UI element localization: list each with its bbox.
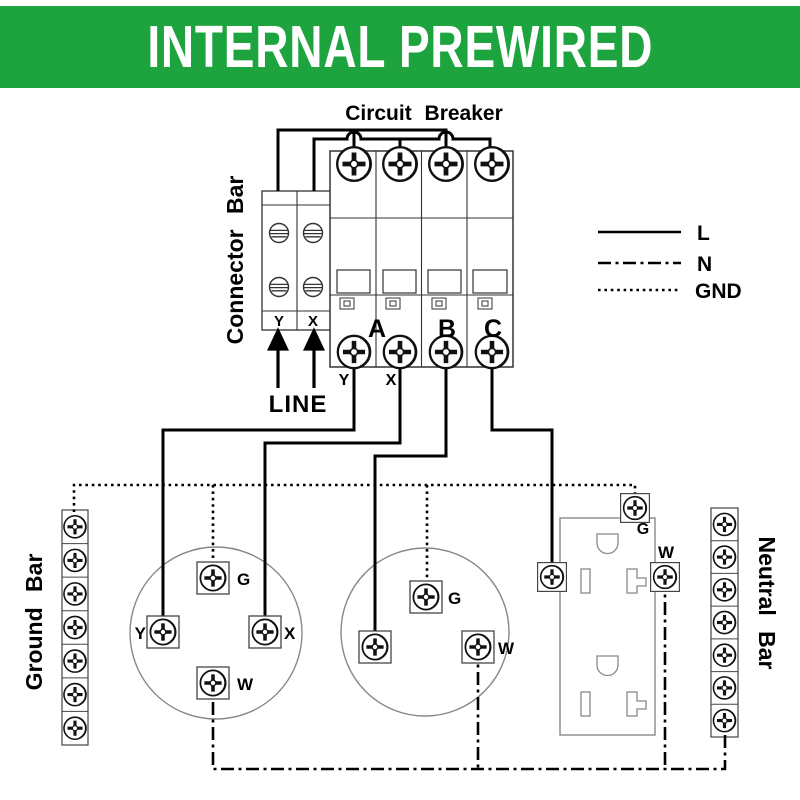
breaker-line-screw-3: [429, 147, 463, 181]
duplex-ground-hole-bottom: [596, 655, 619, 677]
ground-bar-screw: [62, 547, 88, 574]
duplex-terminal-g: [621, 494, 650, 523]
twistlock-outlet-2: [340, 547, 510, 717]
circuit-breaker-title: Circuit Breaker: [345, 102, 503, 125]
breaker-toggle-window: [382, 269, 417, 294]
breaker-load-screw-y: [338, 336, 370, 368]
neutral-bar-screw: [711, 511, 738, 538]
legend: [598, 230, 681, 292]
breaker-line-screw-4: [475, 147, 509, 181]
outlet1-x-label: X: [284, 624, 296, 643]
banner-title: INTERNAL PREWIRED: [147, 14, 653, 80]
duplex-ground-hole-top: [596, 533, 619, 555]
ground-bar-screw: [62, 681, 88, 708]
twistlock-outlet-1: [129, 546, 303, 720]
neutral-bar-screw: [711, 609, 738, 636]
ground-bar-screw: [62, 581, 88, 607]
neutral-bar: [710, 507, 739, 738]
connector-bar-label: Connector Bar: [222, 176, 248, 345]
breaker-module-c-label: C: [484, 315, 502, 343]
connector-bar-screw: [268, 276, 290, 298]
outlet2-terminal-w: [462, 631, 494, 663]
breaker-output-x-label: X: [386, 372, 397, 389]
breaker-toggle-window: [427, 269, 462, 294]
connector-bar-screw: [302, 276, 324, 298]
wire-hot-y-outlet1: [161, 352, 356, 632]
outlet2-w-label: W: [498, 639, 515, 658]
wire-gnd-bus: [72, 483, 637, 512]
neutral-bar-screw: [711, 577, 738, 603]
breaker-module-a-label: A: [368, 315, 386, 343]
duplex-slot-t-top: [626, 568, 647, 594]
ground-bar-screw: [62, 648, 88, 674]
ground-bar-screw: [62, 715, 88, 741]
duplex-g-label: G: [637, 521, 649, 538]
duplex-slot-left-top: [580, 568, 591, 594]
legend-l-label: L: [697, 222, 710, 245]
outlet1-terminal-g: [197, 562, 229, 594]
connector-bar: [261, 190, 333, 331]
outlet1-y-label: Y: [135, 624, 147, 643]
outlet1-terminal-y: [147, 616, 179, 648]
duplex-terminal-hot: [538, 563, 567, 592]
neutral-bar-screw: [711, 675, 738, 701]
line-input-arrows: [266, 327, 326, 388]
breaker-line-screw-2: [383, 147, 417, 181]
breaker-toggle-window: [336, 269, 371, 294]
wire-hot-x-outlet1: [263, 352, 402, 632]
ground-bar-screw: [62, 614, 88, 641]
breaker-module-b-label: B: [438, 315, 456, 343]
legend-gnd-label: GND: [695, 280, 742, 303]
breaker-toggle-window: [472, 269, 508, 294]
outlet1-terminal-w: [197, 667, 229, 699]
wire-hot-c-duplex: [490, 352, 554, 577]
connector-terminal-x-label: X: [308, 313, 318, 330]
ground-bar: [61, 509, 89, 746]
duplex-slot-t-bottom: [626, 691, 647, 717]
duplex-terminal-w: [651, 563, 680, 592]
wire-hot-b-outlet2: [373, 352, 448, 647]
outlet1-g-label: G: [237, 570, 250, 589]
duplex-w-label: W: [658, 543, 675, 562]
connector-bar-screw: [268, 222, 290, 244]
connector-bar-screw: [302, 222, 324, 244]
outlet2-terminal-g: [410, 581, 442, 613]
duplex-slot-left-bottom: [580, 691, 591, 717]
breaker-line-screw-1: [337, 147, 371, 181]
breaker-output-y-label: Y: [339, 372, 350, 389]
banner: INTERNAL PREWIRED: [0, 6, 800, 88]
neutral-bar-screw: [711, 544, 738, 570]
line-wires: [161, 128, 554, 647]
outlet1-terminal-x: [249, 616, 281, 648]
duplex-outlet: [559, 517, 656, 736]
breaker-load-screw-x: [384, 336, 416, 368]
ground-wires: [72, 483, 637, 595]
outlet1-w-label: W: [237, 675, 254, 694]
line-input-label: LINE: [269, 391, 328, 418]
ground-bar-screw: [62, 514, 88, 540]
legend-n-label: N: [697, 253, 712, 276]
neutral-bar-screw: [711, 642, 738, 668]
neutral-bar-label: Neutral Bar: [754, 537, 780, 670]
outlet2-g-label: G: [448, 589, 461, 608]
connector-terminal-y-label: Y: [274, 313, 284, 330]
neutral-bar-screw: [711, 707, 738, 734]
circuit-breaker: [329, 150, 514, 368]
ground-bar-label: Ground Bar: [21, 554, 47, 691]
outlet2-terminal-hot: [359, 631, 391, 663]
neutral-wires: [211, 577, 727, 771]
